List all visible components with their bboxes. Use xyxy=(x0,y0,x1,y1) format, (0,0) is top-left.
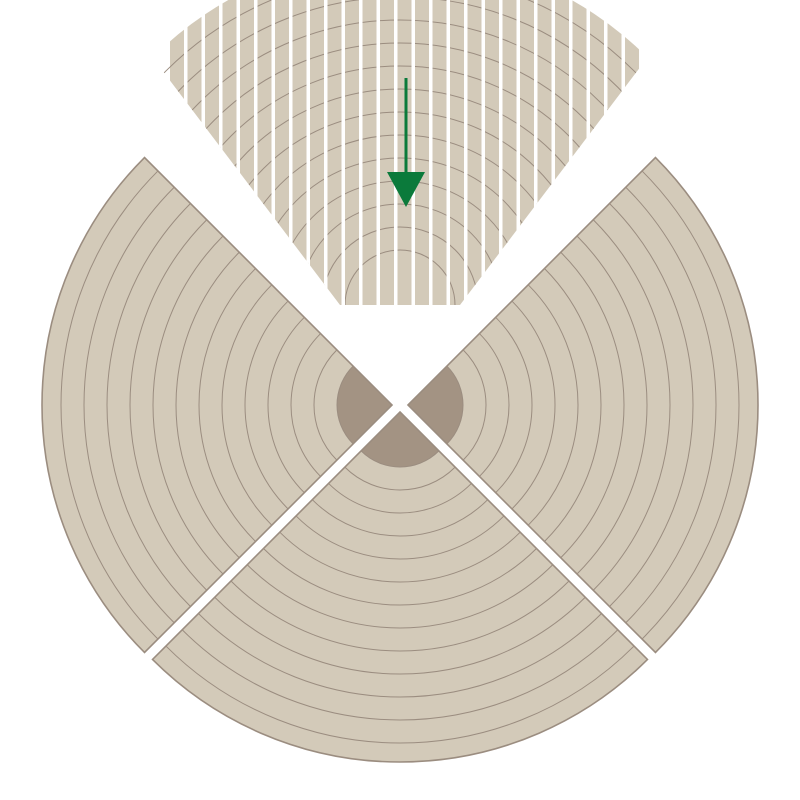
growth-ring xyxy=(408,157,717,653)
growth-ring xyxy=(408,326,487,484)
right-quarter xyxy=(406,156,759,654)
sawn-board xyxy=(292,0,307,305)
right-quarter-body xyxy=(408,157,758,653)
growth-ring xyxy=(152,412,648,675)
saw-kerf xyxy=(236,0,240,305)
saw-kerf xyxy=(516,0,520,305)
sawn-board xyxy=(345,0,359,305)
sawn-board xyxy=(310,0,324,305)
growth-ring xyxy=(206,412,594,606)
arrow-down-icon xyxy=(387,78,425,207)
bottom-quarter xyxy=(151,410,649,763)
growth-ring xyxy=(60,157,393,653)
right-quarter-outline xyxy=(406,156,759,654)
growth-ring xyxy=(298,412,502,514)
left-quarter-body xyxy=(42,157,393,653)
bottom-quarter-outline xyxy=(151,410,649,763)
growth-ring xyxy=(408,165,648,645)
saw-kerf xyxy=(359,0,363,305)
saw-kerf xyxy=(271,0,275,305)
growth-ring xyxy=(408,157,694,653)
growth-ring xyxy=(152,19,648,305)
growth-ring xyxy=(183,412,617,629)
growth-ring xyxy=(160,65,640,305)
sawn-board xyxy=(275,0,289,305)
saw-kerf xyxy=(376,0,380,305)
saw-kerf xyxy=(394,0,398,305)
growth-ring xyxy=(83,157,393,653)
growth-ring xyxy=(344,412,456,468)
saw-kerf xyxy=(481,0,485,305)
growth-ring xyxy=(298,203,502,305)
growth-ring xyxy=(160,412,640,652)
growth-ring xyxy=(408,211,602,599)
growth-ring xyxy=(275,412,525,537)
growth-ring xyxy=(129,157,393,653)
growth-ring xyxy=(152,412,648,744)
growth-ring xyxy=(152,42,648,305)
saw-kerf xyxy=(499,0,503,305)
growth-ring xyxy=(252,157,548,305)
growth-ring xyxy=(252,412,548,560)
sawn-board xyxy=(450,0,464,305)
sawn-board xyxy=(415,0,429,305)
saw-kerf xyxy=(341,0,345,305)
growth-ring xyxy=(229,134,571,305)
growth-ring xyxy=(321,412,479,491)
saw-kerf xyxy=(551,0,555,305)
growth-ring xyxy=(408,257,556,553)
saw-kerf xyxy=(569,0,573,305)
growth-ring xyxy=(152,412,648,698)
sawn-board xyxy=(257,0,272,305)
saw-kerf xyxy=(429,0,433,305)
growth-ring xyxy=(206,111,594,305)
sawn-board xyxy=(432,0,447,305)
growth-ring xyxy=(408,157,671,653)
growth-ring xyxy=(408,157,740,653)
growth-ring xyxy=(408,188,625,622)
saw-kerf xyxy=(254,0,258,305)
bottom-quarter-body xyxy=(152,412,648,762)
growth-ring xyxy=(321,226,479,305)
sawn-board xyxy=(485,0,499,305)
arrow-head xyxy=(387,172,425,207)
growth-ring xyxy=(408,234,579,576)
saw-kerf xyxy=(306,0,310,305)
saw-kerf xyxy=(446,0,450,305)
growth-ring xyxy=(229,412,571,583)
growth-ring xyxy=(106,157,393,653)
growth-ring xyxy=(408,303,510,507)
saw-kerf xyxy=(464,0,468,305)
growth-ring xyxy=(408,280,533,530)
saw-kerf xyxy=(411,0,415,305)
left-quarter xyxy=(41,156,394,654)
sawn-board xyxy=(362,0,377,305)
saw-kerf xyxy=(289,0,293,305)
growth-ring xyxy=(344,249,456,305)
sawn-board xyxy=(502,0,517,305)
saw-kerf xyxy=(534,0,538,305)
left-quarter-outline xyxy=(41,156,394,654)
growth-ring xyxy=(152,412,648,721)
growth-ring xyxy=(408,349,464,461)
saw-kerf xyxy=(324,0,328,305)
growth-ring xyxy=(183,88,617,305)
sawn-board xyxy=(380,0,394,305)
